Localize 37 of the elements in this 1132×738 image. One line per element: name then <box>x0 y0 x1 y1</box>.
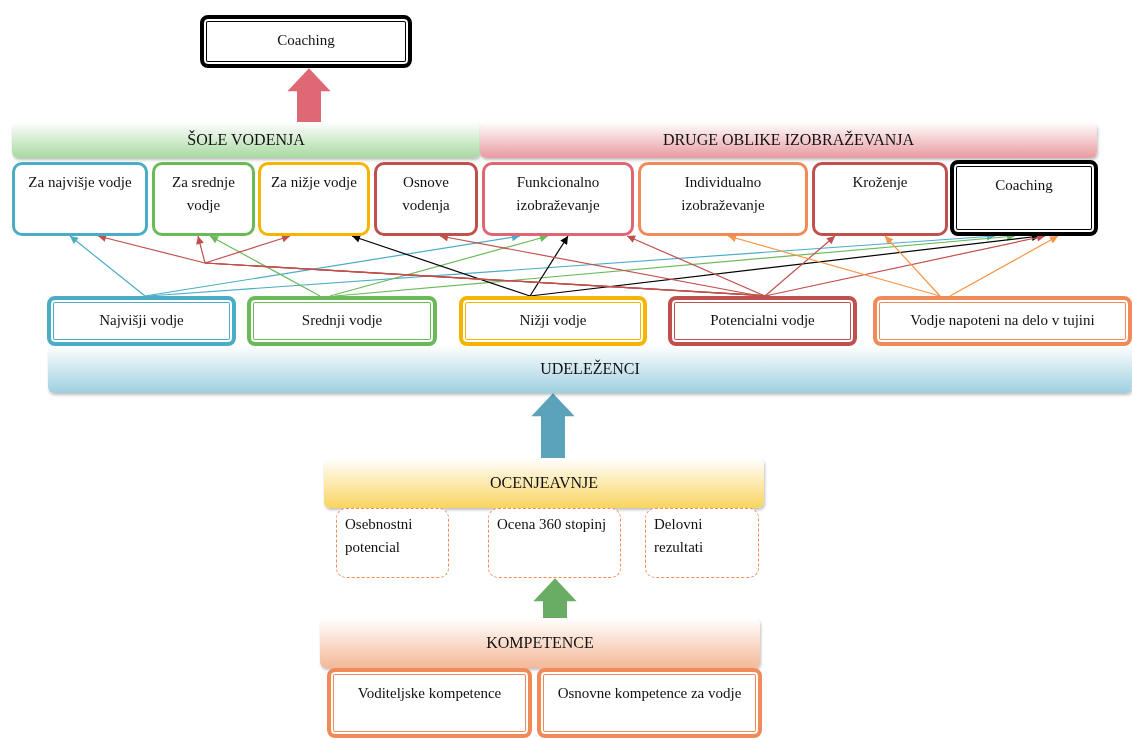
arrow <box>351 234 531 297</box>
arrow <box>949 235 1059 297</box>
block-arrow <box>531 394 575 458</box>
arrow <box>764 233 1046 297</box>
process-box: Ocena 360 stopinj <box>488 508 621 578</box>
arrow <box>209 235 321 297</box>
header-band: OCENJEAVNJE <box>324 458 764 508</box>
header-band: ŠOLE VODENJA <box>12 122 480 158</box>
process-box: Srednji vodje <box>247 296 437 346</box>
process-box: Najvišji vodje <box>47 296 236 346</box>
arrow <box>626 235 766 297</box>
arrow <box>884 235 941 297</box>
arrow <box>764 235 836 297</box>
process-box: Voditeljske kompetence <box>327 668 532 738</box>
process-box: Kroženje <box>812 162 948 236</box>
arrow <box>329 234 549 297</box>
arrow <box>69 235 146 297</box>
process-box: Za nižje vodje <box>258 162 370 236</box>
process-box: Za srednje vodje <box>152 162 255 236</box>
process-box: Coaching <box>200 15 412 68</box>
arrow <box>727 234 941 297</box>
process-box: Coaching <box>950 160 1098 236</box>
process-box: Nižji vodje <box>459 296 647 346</box>
process-box: Funkcionalno izobraževanje <box>482 162 634 236</box>
arrow <box>529 235 569 297</box>
header-band: KOMPETENCE <box>320 618 760 668</box>
header-band: DRUGE OBLIKE IZOBRAŽEVANJA <box>480 122 1097 158</box>
process-box: Osnove vodenja <box>374 162 478 236</box>
process-box: Potencialni vodje <box>668 296 857 346</box>
process-box: Osebnostni potencial <box>336 508 449 578</box>
process-box: Delovni rezultati <box>645 508 759 578</box>
process-box: Vodje napoteni na delo v tujini <box>873 296 1132 346</box>
block-arrow <box>533 579 577 618</box>
process-box: Osnovne kompetence za vodje <box>537 668 762 738</box>
header-band: UDELEŽENCI <box>48 345 1132 393</box>
process-box: Individualno izobraževanje <box>638 162 808 236</box>
process-box: Za najvišje vodje <box>12 162 148 236</box>
